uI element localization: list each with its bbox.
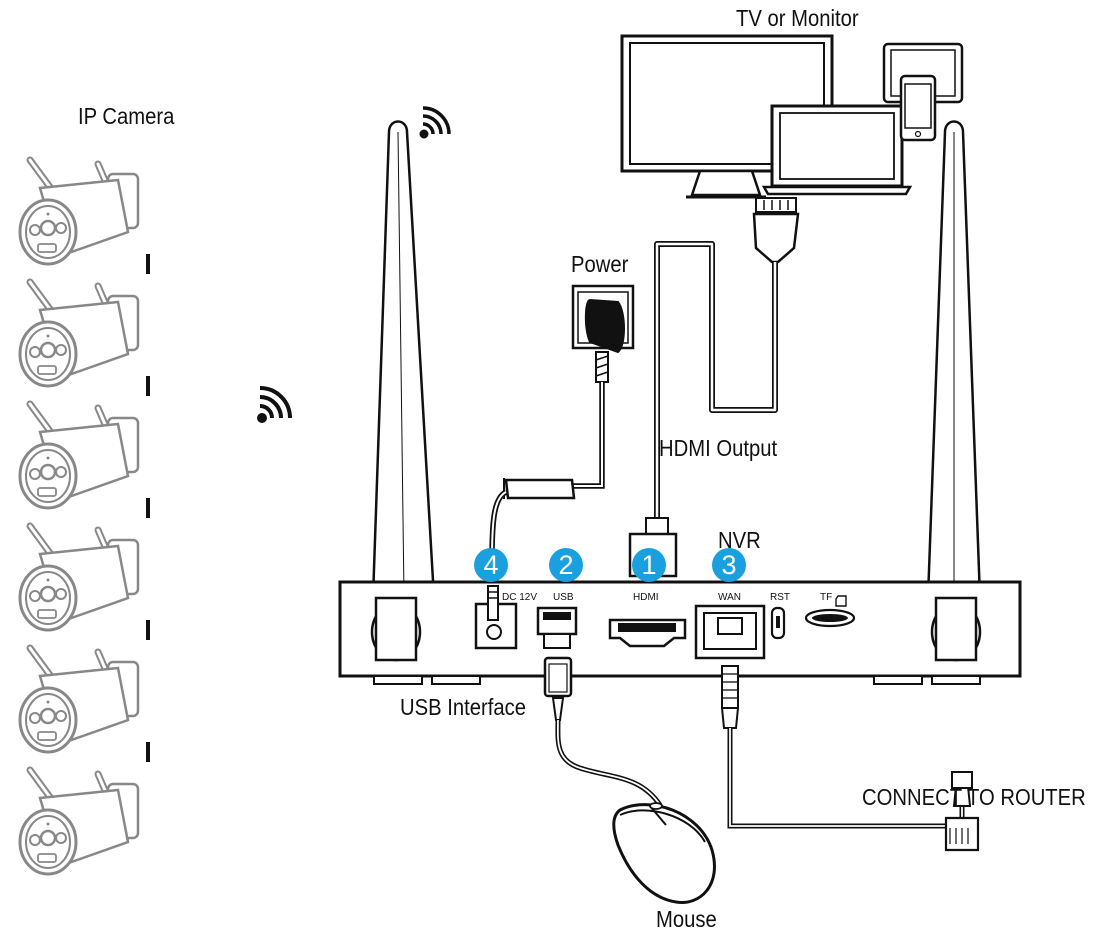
usb-port (536, 606, 578, 649)
antenna-wifi-icon (419, 106, 451, 139)
laptop-icon (761, 104, 913, 196)
camera-divider (146, 498, 150, 518)
router-rj45-head (944, 816, 980, 852)
mouse-label: Mouse (656, 906, 717, 932)
usb-interface-label: USB Interface (400, 694, 527, 720)
reset-button (770, 606, 786, 640)
hdmi-port (608, 618, 687, 648)
tv-monitor-label: TV or Monitor (736, 5, 859, 31)
camera-divider (146, 376, 150, 396)
usb-port-label: USB (553, 592, 574, 603)
dc-port-label: DC 12V (502, 592, 538, 603)
wifi-icon (257, 386, 292, 423)
hdmi-cable (654, 241, 778, 520)
tf-card-slot (804, 595, 856, 628)
dc-step-badge: 4 (474, 548, 508, 582)
hdmi-step-badge: 1 (632, 548, 666, 582)
usb-plug (543, 656, 573, 721)
hdmi-output-label: HDMI Output (659, 435, 778, 461)
ip-camera-icon (18, 400, 140, 510)
connect-router-label: CONNECT TO ROUTER (862, 784, 1086, 810)
ip-camera-icon (18, 156, 140, 266)
ip-camera-icon (18, 278, 140, 388)
rst-label: RST (770, 592, 790, 603)
ip-camera-icon (18, 522, 140, 632)
mouse-icon (612, 802, 716, 904)
tf-label: TF (820, 592, 833, 603)
hdmi-port-label: HDMI (633, 592, 659, 603)
power-cable (573, 382, 605, 489)
dc-port (474, 585, 518, 650)
ethernet-plug-nvr (720, 665, 740, 729)
ip-camera-icon (18, 766, 140, 876)
wan-step-badge: 3 (712, 548, 746, 582)
ethernet-cable (727, 728, 965, 829)
hdmi-plug-top (752, 197, 800, 264)
router-ethernet-plug (951, 771, 973, 807)
power-label: Power (571, 251, 629, 277)
camera-divider (146, 254, 150, 274)
usb-step-badge: 2 (549, 548, 583, 582)
camera-divider (146, 742, 150, 762)
ip-camera-list (18, 156, 150, 876)
power-splitter (503, 478, 576, 500)
wan-port (694, 604, 766, 660)
power-adapter-icon (584, 298, 625, 383)
ip-camera-label: IP Camera (78, 103, 175, 129)
mouse-cable (555, 719, 663, 807)
ip-camera-icon (18, 644, 140, 754)
wan-port-label: WAN (718, 592, 741, 603)
phone-icon (899, 74, 937, 142)
camera-divider (146, 620, 150, 640)
